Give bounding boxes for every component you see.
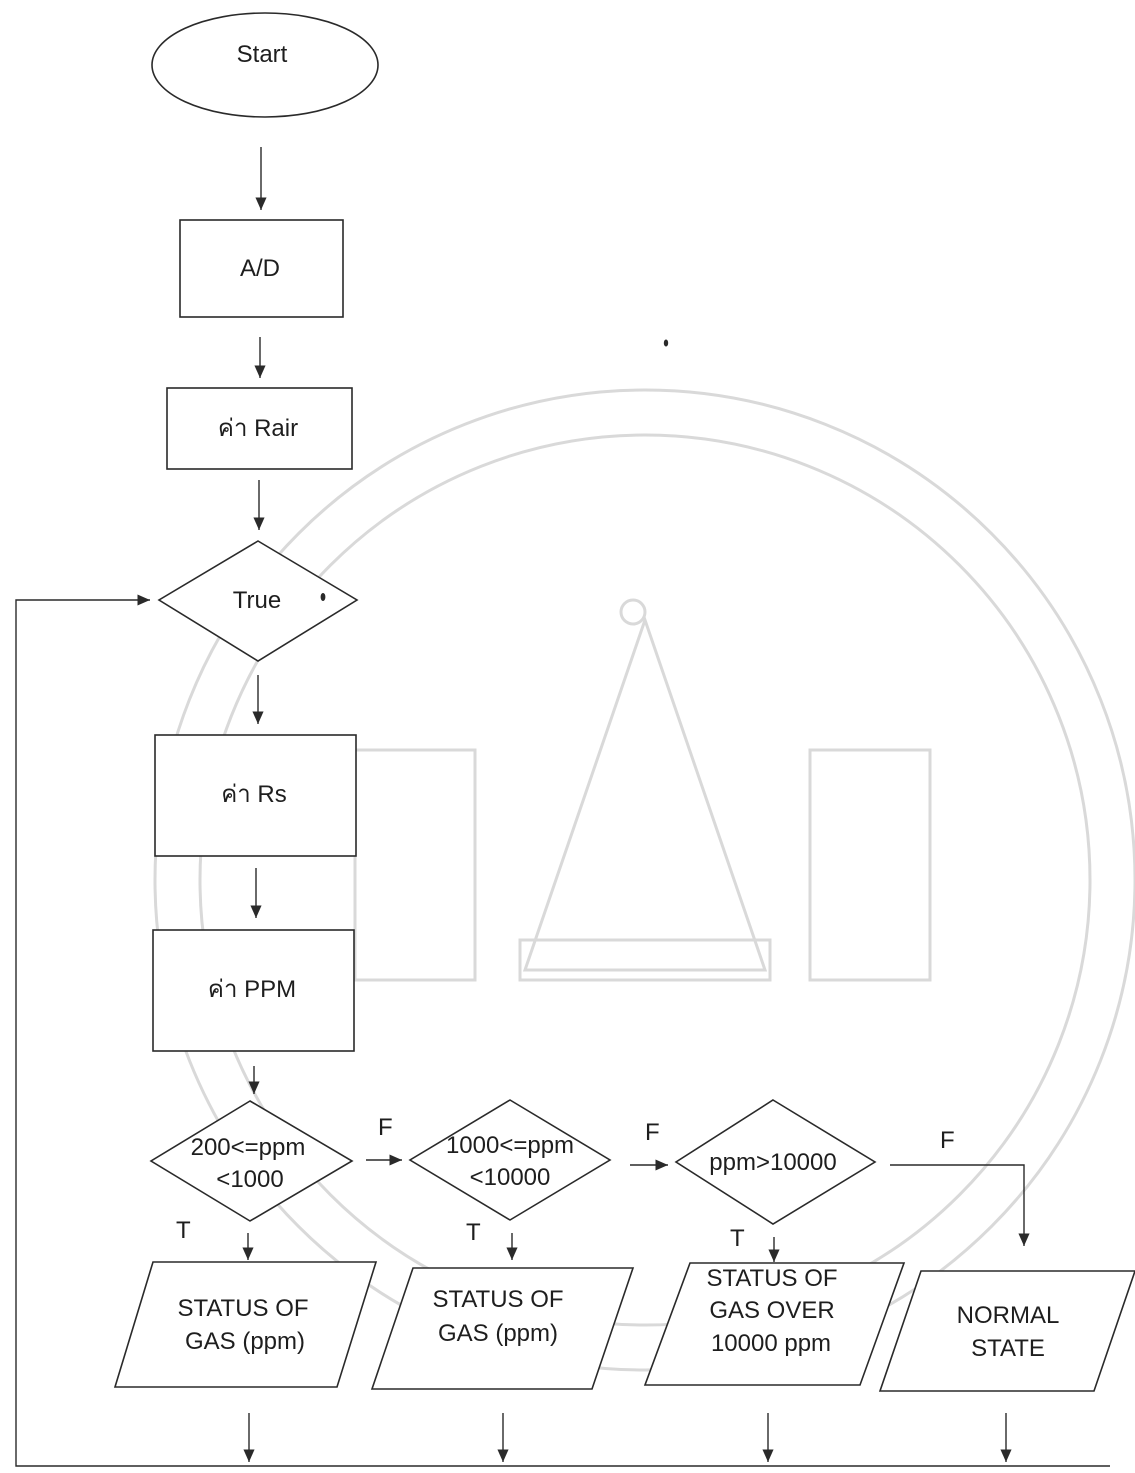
label-f-2: F <box>645 1119 660 1146</box>
rair-label: ค่า Rair <box>218 415 298 442</box>
label-t-3: T <box>730 1225 745 1252</box>
cond1-line2: <1000 <box>216 1166 283 1193</box>
watermark-seal <box>153 388 1135 1372</box>
out2-line1: STATUS OF <box>432 1286 563 1313</box>
decision-1: 200<=ppm <1000 <box>149 1100 354 1222</box>
output-3: STATUS OF GAS OVER 10000 ppm <box>643 1262 906 1386</box>
start-label: Start <box>237 41 288 68</box>
ad-node: A/D <box>179 219 344 318</box>
rs-node: ค่า Rs <box>154 734 357 857</box>
decision-2: 1000<=ppm <10000 <box>408 1099 612 1221</box>
decision-3: ppm>10000 <box>674 1099 877 1225</box>
out1-line2: GAS (ppm) <box>185 1328 305 1355</box>
ppm-node: ค่า PPM <box>152 929 355 1052</box>
cond3-line1: ppm>10000 <box>709 1149 836 1176</box>
scan-speck <box>320 593 326 601</box>
label-f-1: F <box>378 1114 393 1141</box>
ppm-label: ค่า PPM <box>208 976 296 1003</box>
edge-cond3-false <box>890 1164 1030 1246</box>
cond2-line1: 1000<=ppm <box>446 1132 574 1159</box>
label-t-2: T <box>466 1219 481 1246</box>
loop-label: True <box>233 587 281 614</box>
cond2-line2: <10000 <box>470 1164 551 1191</box>
cond1-line1: 200<=ppm <box>191 1134 306 1161</box>
scan-speck <box>663 339 669 347</box>
out4-line1: NORMAL <box>957 1302 1060 1329</box>
output-4: NORMAL STATE <box>878 1270 1135 1392</box>
output-2: STATUS OF GAS (ppm) <box>370 1267 635 1390</box>
edge-return-loop <box>15 594 1110 1467</box>
ad-label: A/D <box>240 255 280 282</box>
out1-line1: STATUS OF <box>177 1295 308 1322</box>
label-t-1: T <box>176 1217 191 1244</box>
out2-line2: GAS (ppm) <box>438 1320 558 1347</box>
out3-line2: GAS OVER <box>709 1297 834 1324</box>
out3-line1: STATUS OF <box>706 1265 837 1292</box>
rair-node: ค่า Rair <box>166 387 353 470</box>
start-node: Start <box>151 12 379 118</box>
loop-decision: True <box>157 540 359 662</box>
label-f-3: F <box>940 1127 955 1154</box>
rs-label: ค่า Rs <box>221 781 287 808</box>
output-1: STATUS OF GAS (ppm) <box>113 1261 378 1388</box>
out4-line2: STATE <box>971 1335 1045 1362</box>
out3-line3: 10000 ppm <box>711 1330 831 1357</box>
